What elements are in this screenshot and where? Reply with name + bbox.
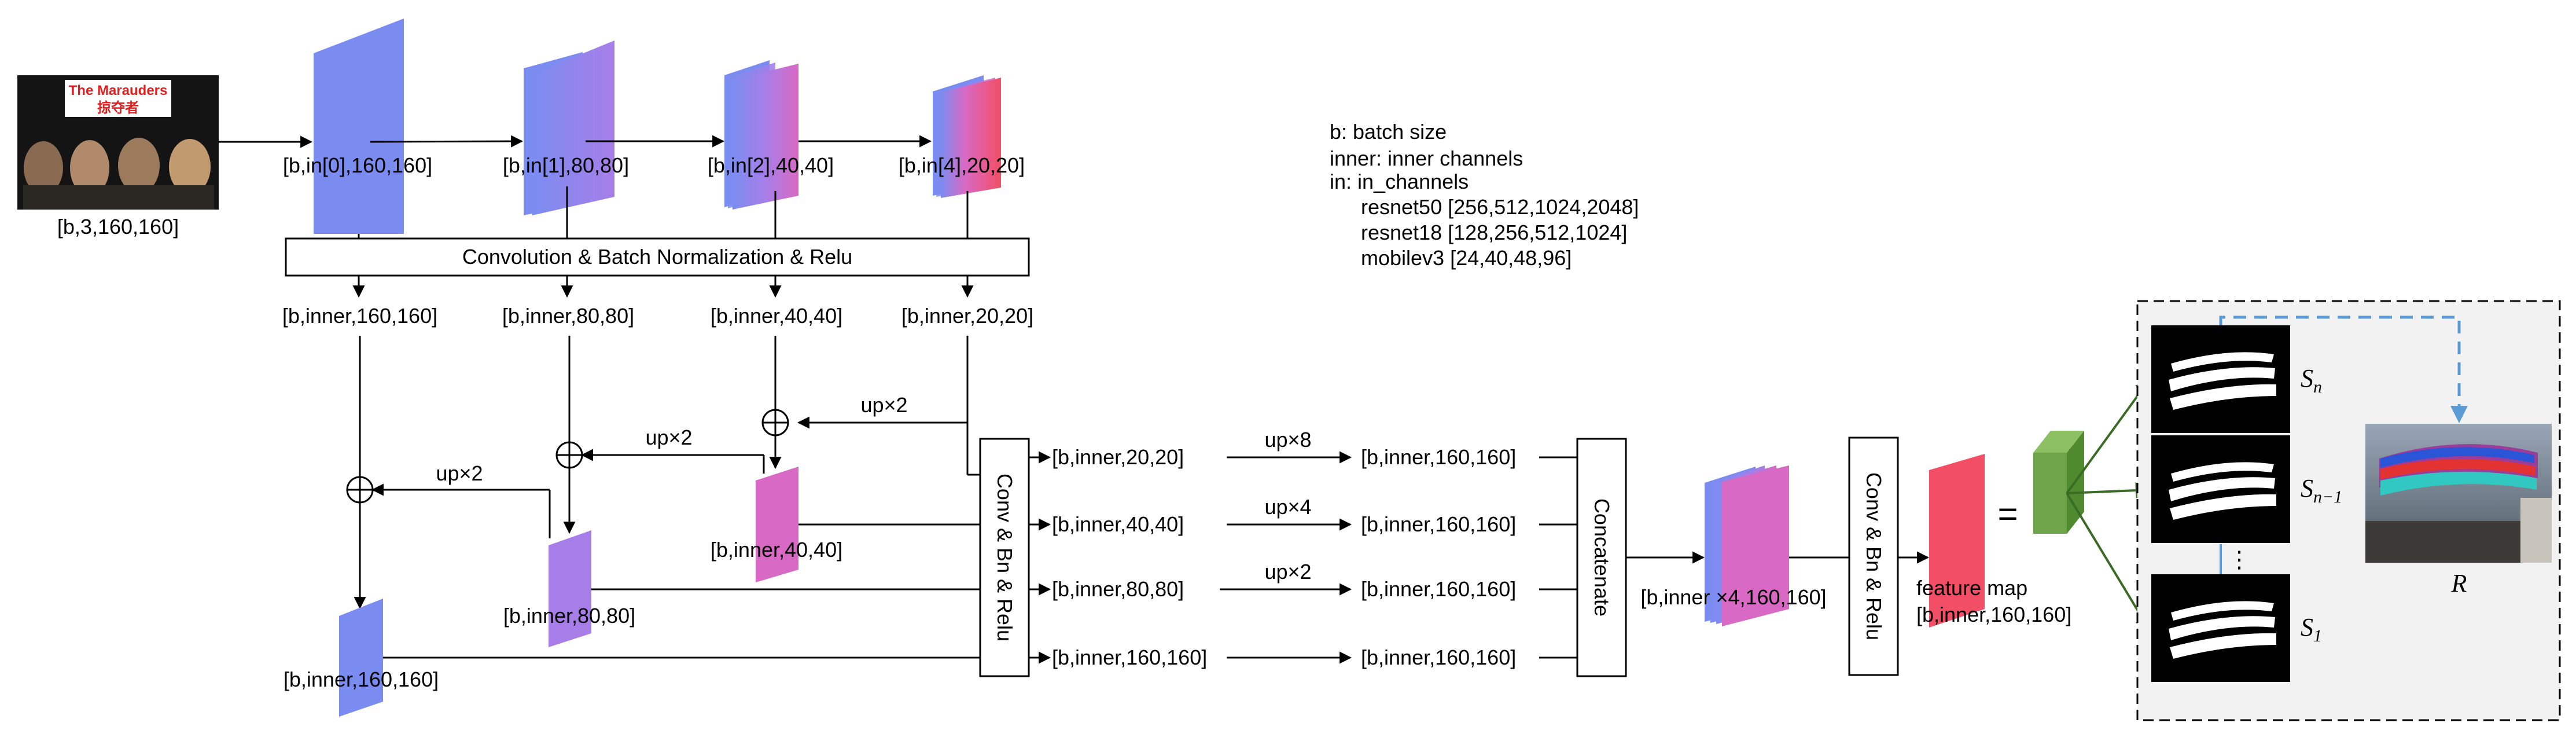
legend-line-1: b: batch size <box>1330 120 1447 144</box>
final-conv-block: Conv & Bn & Relu <box>1848 436 1899 676</box>
mask-s-n <box>2151 325 2290 433</box>
concatenate-block: Concatenate <box>1576 438 1627 677</box>
green-prob-block <box>2033 431 2084 534</box>
conv-block-outputs <box>1029 451 1051 664</box>
label-s-n-1: Sn−1 <box>2301 474 2342 507</box>
inner-label-1: [b,inner,80,80] <box>502 304 634 328</box>
backbone-feature-3 <box>933 75 1001 198</box>
conv-block-label: Conv & Bn & Relu <box>993 474 1017 641</box>
concat-output-label: [b,inner ×4,160,160] <box>1640 585 1826 609</box>
portrait-faces <box>23 138 214 210</box>
label-s-1: S1 <box>2301 613 2322 645</box>
backbone-label-2: [b,in[2],40,40] <box>708 153 834 177</box>
legend-line-2: inner: inner channels <box>1330 146 1523 170</box>
input-image-title: The Marauders <box>69 83 168 98</box>
legend-line-3: in: in_channels <box>1330 170 1469 193</box>
input-image: The Marauders 掠夺者 [b,3,160,160] <box>17 75 219 239</box>
fpn-up-label-3: up×2 <box>436 461 483 485</box>
fpn-merged-40 <box>756 467 798 582</box>
resized-label-2: [b,inner,160,160] <box>1361 577 1516 601</box>
sum-node-80 <box>555 441 583 469</box>
resized-to-concat-lines <box>1539 456 1577 659</box>
legend: b: batch size inner: inner channels in: … <box>1330 120 1639 270</box>
legend-line-4: resnet50 [256,512,1024,2048] <box>1361 195 1639 219</box>
feature-map-shape-label: [b,inner,160,160] <box>1916 603 2071 626</box>
upsample-arrows <box>1220 451 1352 664</box>
fpn-merged-label-40: [b,inner,40,40] <box>711 538 842 562</box>
dashed-feedback-arrow <box>2219 316 2468 423</box>
backbone-feature-0 <box>314 19 404 234</box>
resized-label-0: [b,inner,160,160] <box>1361 445 1516 469</box>
input-shape-label: [b,3,160,160] <box>57 215 179 239</box>
upsample-label-4: up×4 <box>1264 495 1311 519</box>
concat-feature-stack <box>1705 465 1789 626</box>
inner-label-0: [b,inner,160,160] <box>282 304 437 328</box>
conv-bn-relu-bar: Convolution & Batch Normalization & Relu <box>285 237 1030 277</box>
conv-block: Conv & Bn & Relu <box>979 438 1030 677</box>
conv-to-inner-arrows <box>352 276 974 298</box>
feature-map-shape <box>1929 454 1985 628</box>
mask-s-1 <box>2151 574 2290 682</box>
resized-label-3: [b,inner,160,160] <box>1361 645 1516 669</box>
conv-bar-label: Convolution & Batch Normalization & Relu <box>462 245 852 269</box>
inner-label-2: [b,inner,40,40] <box>711 304 842 328</box>
result-image <box>2365 424 2552 563</box>
fpn-up-label-2: up×2 <box>645 425 692 449</box>
fpn-connections <box>354 336 980 659</box>
equals-sign: = <box>1997 494 2018 533</box>
sum-node-160 <box>346 476 374 504</box>
conv-out-label-1: [b,inner,40,40] <box>1052 512 1184 536</box>
fpn-merged-80 <box>549 530 591 647</box>
feature-map-label: feature map <box>1916 576 2027 600</box>
green-arrows <box>2066 377 2152 633</box>
final-conv-label: Conv & Bn & Relu <box>1862 472 1886 640</box>
conv-out-label-3: [b,inner,160,160] <box>1052 645 1207 669</box>
backbone-label-0: [b,in[0],160,160] <box>283 153 432 177</box>
fpn-merged-160 <box>339 599 383 717</box>
backbone-feature-2 <box>724 60 798 210</box>
inner-label-3: [b,inner,20,20] <box>901 304 1033 328</box>
masks-ellipsis: ⋮ <box>2228 547 2251 573</box>
backbone-arrows <box>219 135 932 148</box>
mask-s-n-1 <box>2151 435 2290 543</box>
input-image-subtitle: 掠夺者 <box>97 100 139 116</box>
sum-node-40 <box>761 409 789 436</box>
label-s-n: Sn <box>2301 364 2322 397</box>
backbone-feature-1 <box>524 41 614 215</box>
conv-out-label-2: [b,inner,80,80] <box>1052 577 1184 601</box>
conv-out-label-0: [b,inner,20,20] <box>1052 445 1184 469</box>
fpn-merged-label-160: [b,inner,160,160] <box>284 667 439 691</box>
upsample-label-8: up×8 <box>1264 428 1311 452</box>
concatenate-label: Concatenate <box>1590 498 1614 617</box>
backbone-label-3: [b,in[4],20,20] <box>899 153 1025 177</box>
legend-line-5: resnet18 [128,256,512,1024] <box>1361 221 1627 244</box>
label-r: R <box>2451 569 2467 597</box>
backbone-to-conv-lines <box>358 186 969 239</box>
backbone-label-1: [b,in[1],80,80] <box>503 153 629 177</box>
resized-label-1: [b,inner,160,160] <box>1361 512 1516 536</box>
fpn-merged-label-80: [b,inner,80,80] <box>503 604 635 628</box>
legend-line-6: mobilev3 [24,40,48,96] <box>1361 246 1572 270</box>
fpn-up-label-1: up×2 <box>860 393 907 417</box>
upsample-label-2: up×2 <box>1264 560 1311 584</box>
